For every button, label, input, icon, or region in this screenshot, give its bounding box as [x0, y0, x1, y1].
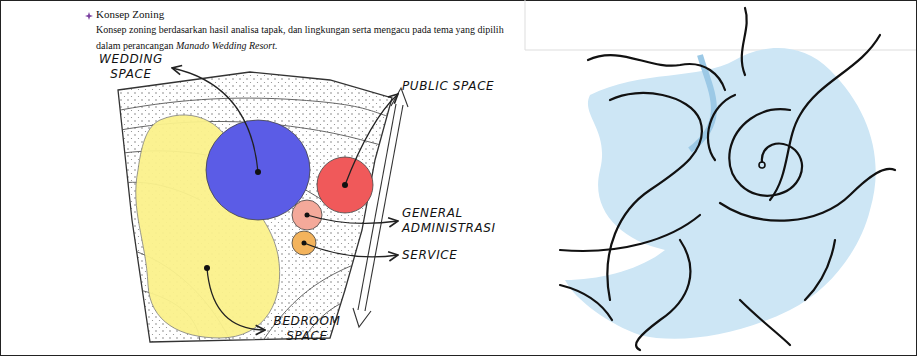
leader-arrows	[172, 68, 398, 330]
wedding-zone	[206, 120, 310, 220]
service-zone	[292, 231, 316, 255]
zone-label: PUBLIC SPACE	[402, 79, 512, 94]
zone-label: WEDDING SPACE	[92, 52, 170, 82]
administration-zone	[292, 200, 322, 230]
description-paragraph: Konsep zoning berdasarkan hasil analisa …	[96, 22, 521, 54]
zone-label: GENERAL ADMINISTRASI	[402, 206, 527, 236]
description-text: Konsep zoning berdasarkan hasil analisa …	[96, 24, 504, 51]
zone-label: SERVICE	[402, 248, 492, 263]
swirl-illustration	[560, 8, 895, 350]
public-zone	[317, 157, 373, 213]
zone-label: BEDROOM SPACE	[262, 314, 352, 344]
site-plan	[110, 72, 400, 345]
project-name: Manado Wedding Resort.	[176, 40, 278, 51]
bullet-symbol	[85, 12, 93, 20]
section-heading: Konsep Zoning	[96, 8, 164, 20]
circulation-arrow	[353, 88, 408, 327]
